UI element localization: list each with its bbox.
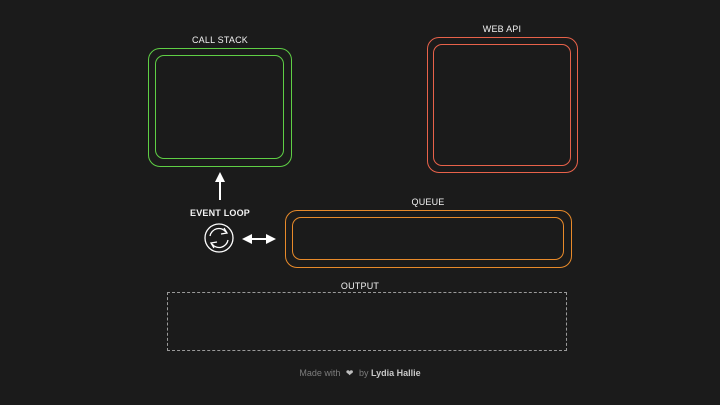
- web-api-box: [427, 37, 578, 173]
- footer-author: Lydia Hallie: [370, 368, 421, 378]
- call-stack-inner-frame: [155, 55, 284, 159]
- web-api-title: WEB API: [482, 24, 522, 34]
- call-stack-box: [148, 48, 292, 167]
- refresh-cycle-icon: [204, 223, 234, 253]
- queue-title: QUEUE: [411, 197, 445, 207]
- heart-icon: ❤: [345, 368, 354, 378]
- event-loop-title: EVENT LOOP: [189, 208, 251, 218]
- output-title: OUTPUT: [340, 281, 380, 291]
- call-stack-title: CALL STACK: [191, 35, 249, 45]
- web-api-inner-frame: [433, 44, 571, 166]
- output-box: [167, 292, 567, 351]
- footer-made-with: Made with: [299, 368, 341, 378]
- queue-box: [285, 210, 572, 268]
- footer-by: by: [358, 368, 369, 378]
- footer-credit: Made with ❤ by Lydia Hallie: [0, 368, 720, 379]
- queue-inner-frame: [292, 217, 564, 260]
